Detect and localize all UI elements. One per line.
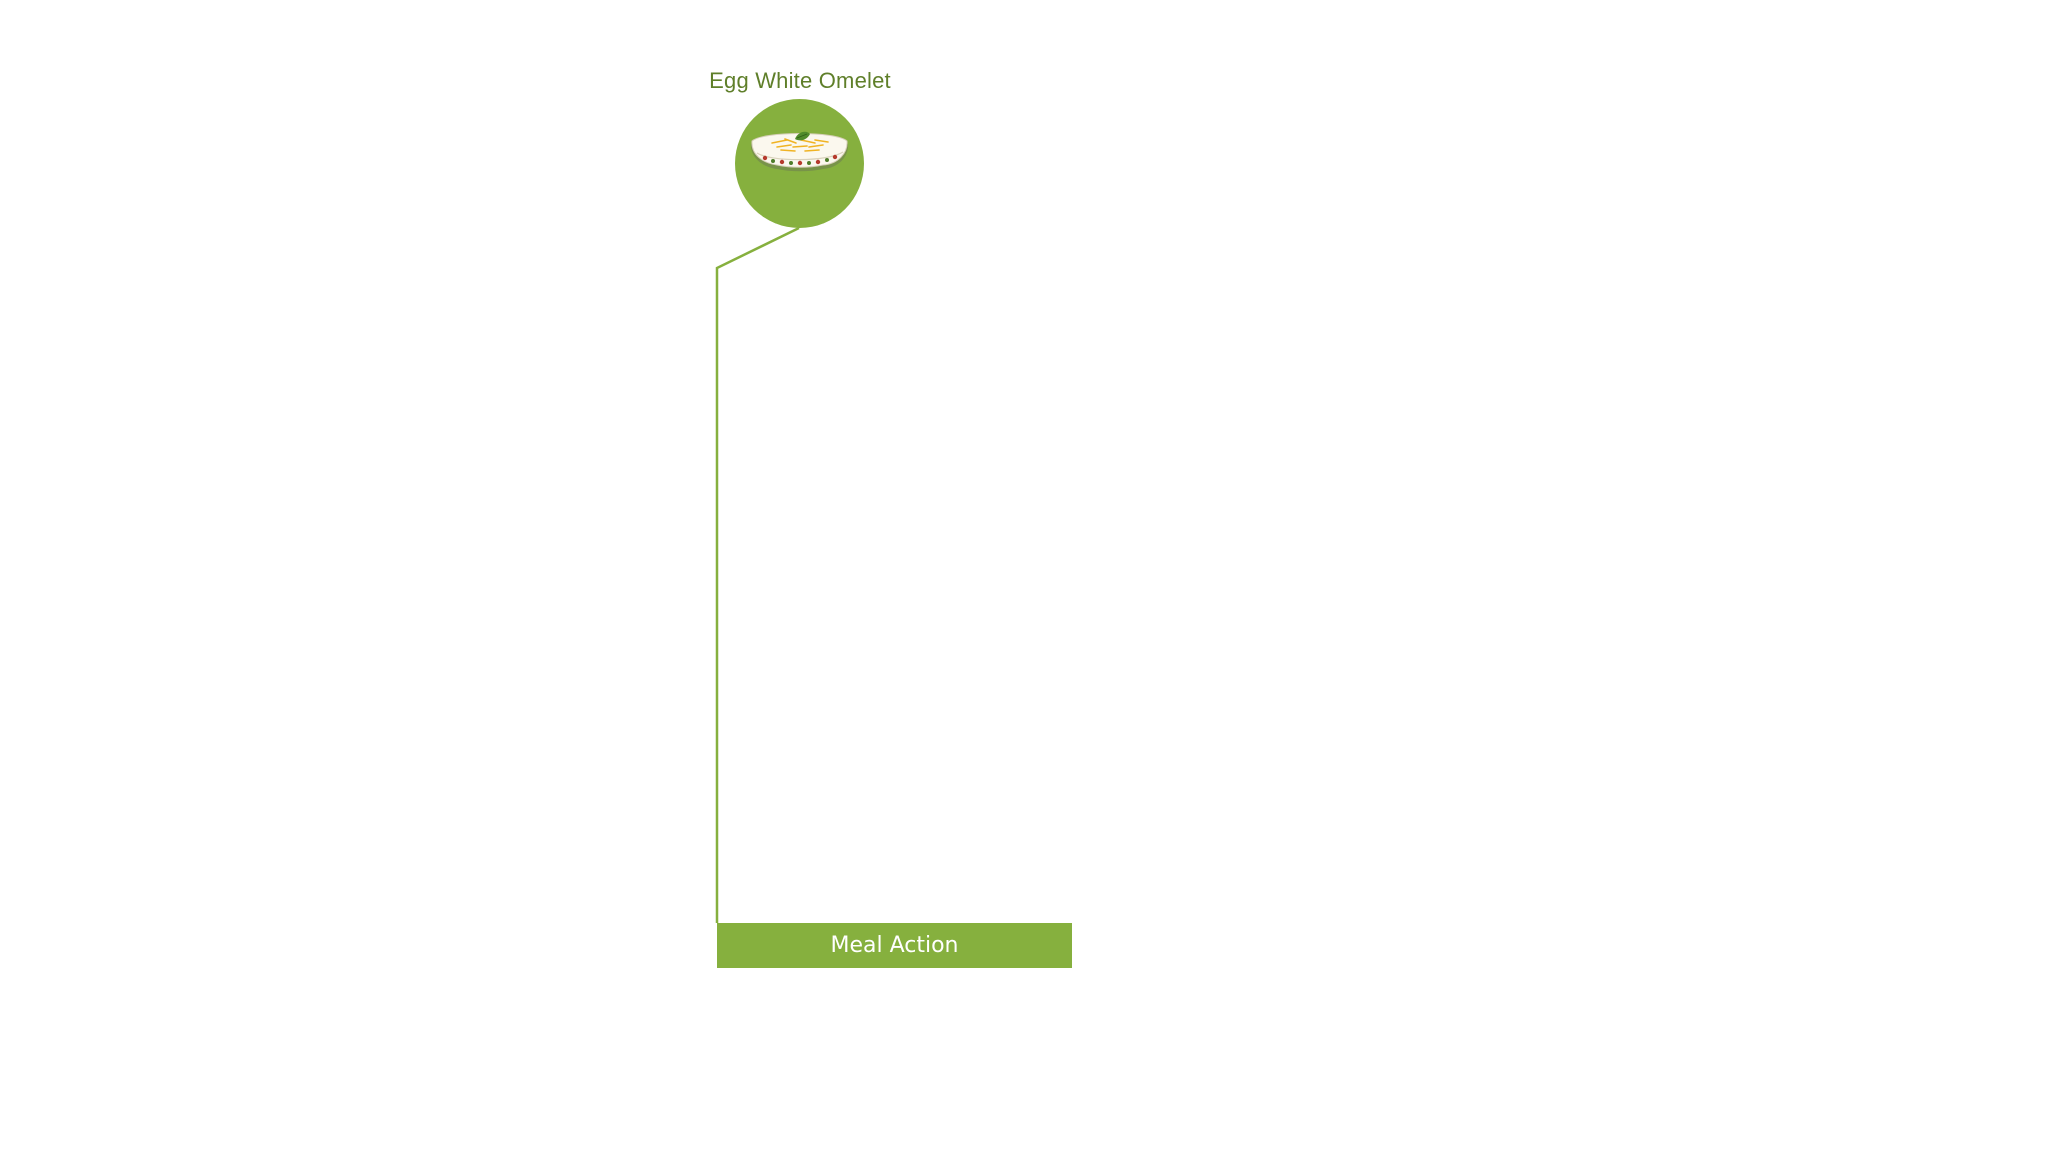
item-title: Egg White Omelet [709, 68, 891, 93]
meal-action-button[interactable]: Meal Action [717, 923, 1072, 968]
meal-item-circle[interactable] [735, 99, 864, 228]
omelet-icon [750, 131, 849, 172]
